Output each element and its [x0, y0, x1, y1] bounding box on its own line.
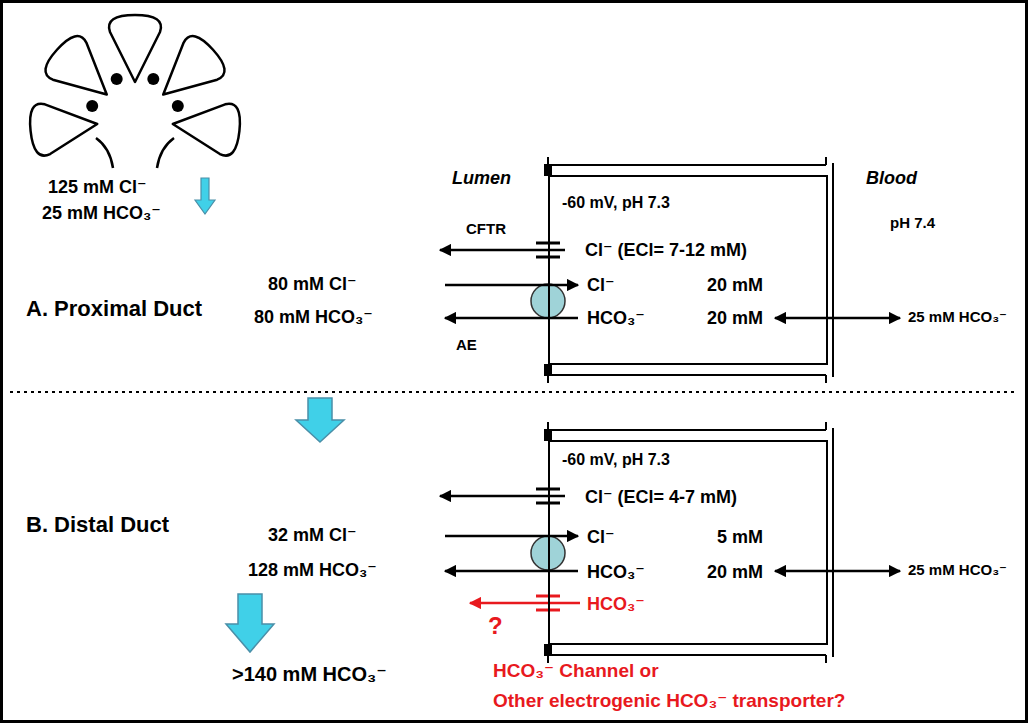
- cell-text: Cl⁻ (ECl= 7-12 mM): [585, 240, 747, 262]
- cell-text: HCO₃⁻: [587, 562, 645, 584]
- flow-arrow: [296, 398, 344, 442]
- annotation-label: 25 mM HCO₃⁻: [42, 203, 161, 225]
- annotation-label: 32 mM Cl⁻: [268, 525, 357, 547]
- annotation-label: 25 mM HCO₃⁻: [908, 561, 1007, 579]
- cell-text: -60 mV, pH 7.3: [562, 193, 670, 212]
- annotation-label: CFTR: [466, 220, 506, 238]
- annotation-label: Other electrogenic HCO₃⁻ transporter?: [493, 690, 845, 713]
- cell-text: -60 mV, pH 7.3: [562, 450, 670, 469]
- annotation-label: A. Proximal Duct: [26, 296, 202, 322]
- acinus-drawing: [28, 15, 242, 168]
- cell-text: HCO₃⁻: [587, 594, 645, 616]
- annotation-label: ?: [488, 612, 503, 641]
- cell-membranes: [548, 157, 833, 663]
- annotation-label: 128 mM HCO₃⁻: [248, 560, 377, 582]
- annotation-label: >140 mM HCO₃⁻: [232, 662, 387, 686]
- annotation-label: B. Distal Duct: [26, 512, 169, 538]
- duct-cell: -60 mV, pH 7.3Cl⁻ (ECl= 4-7 mM) Cl⁻ 5 mM HC…: [548, 440, 828, 645]
- annotation-label: Lumen: [452, 168, 511, 190]
- annotation-label: AE: [456, 336, 477, 354]
- cell-text: 20 mM: [707, 275, 763, 297]
- cell-text: 20 mM: [707, 562, 763, 584]
- cell-text: 5 mM: [717, 527, 763, 549]
- separator-line: [10, 391, 1018, 393]
- annotation-label: 25 mM HCO₃⁻: [908, 308, 1007, 326]
- cell-text: Cl⁻: [587, 527, 615, 549]
- transport-arrow: [440, 250, 900, 571]
- cell-text: Cl⁻ (ECl= 4-7 mM): [585, 487, 737, 509]
- annotation-label: 125 mM Cl⁻: [48, 177, 147, 199]
- flow-arrow: [195, 178, 215, 214]
- flow-arrow: [226, 594, 274, 652]
- cell-text: Cl⁻: [587, 275, 615, 297]
- transport-arrow: [470, 602, 580, 605]
- annotation-label: 80 mM Cl⁻: [268, 274, 357, 296]
- annotation-label: HCO₃⁻ Channel or: [493, 660, 659, 683]
- duct-cell: -60 mV, pH 7.3Cl⁻ (ECl= 7-12 mM) Cl⁻ 20 mM…: [548, 175, 828, 365]
- annotation-label: 80 mM HCO₃⁻: [254, 307, 373, 329]
- cell-text: HCO₃⁻: [587, 308, 645, 330]
- annotation-label: pH 7.4: [890, 214, 935, 232]
- annotation-label: Blood: [866, 168, 917, 190]
- cell-text: 20 mM: [707, 308, 763, 330]
